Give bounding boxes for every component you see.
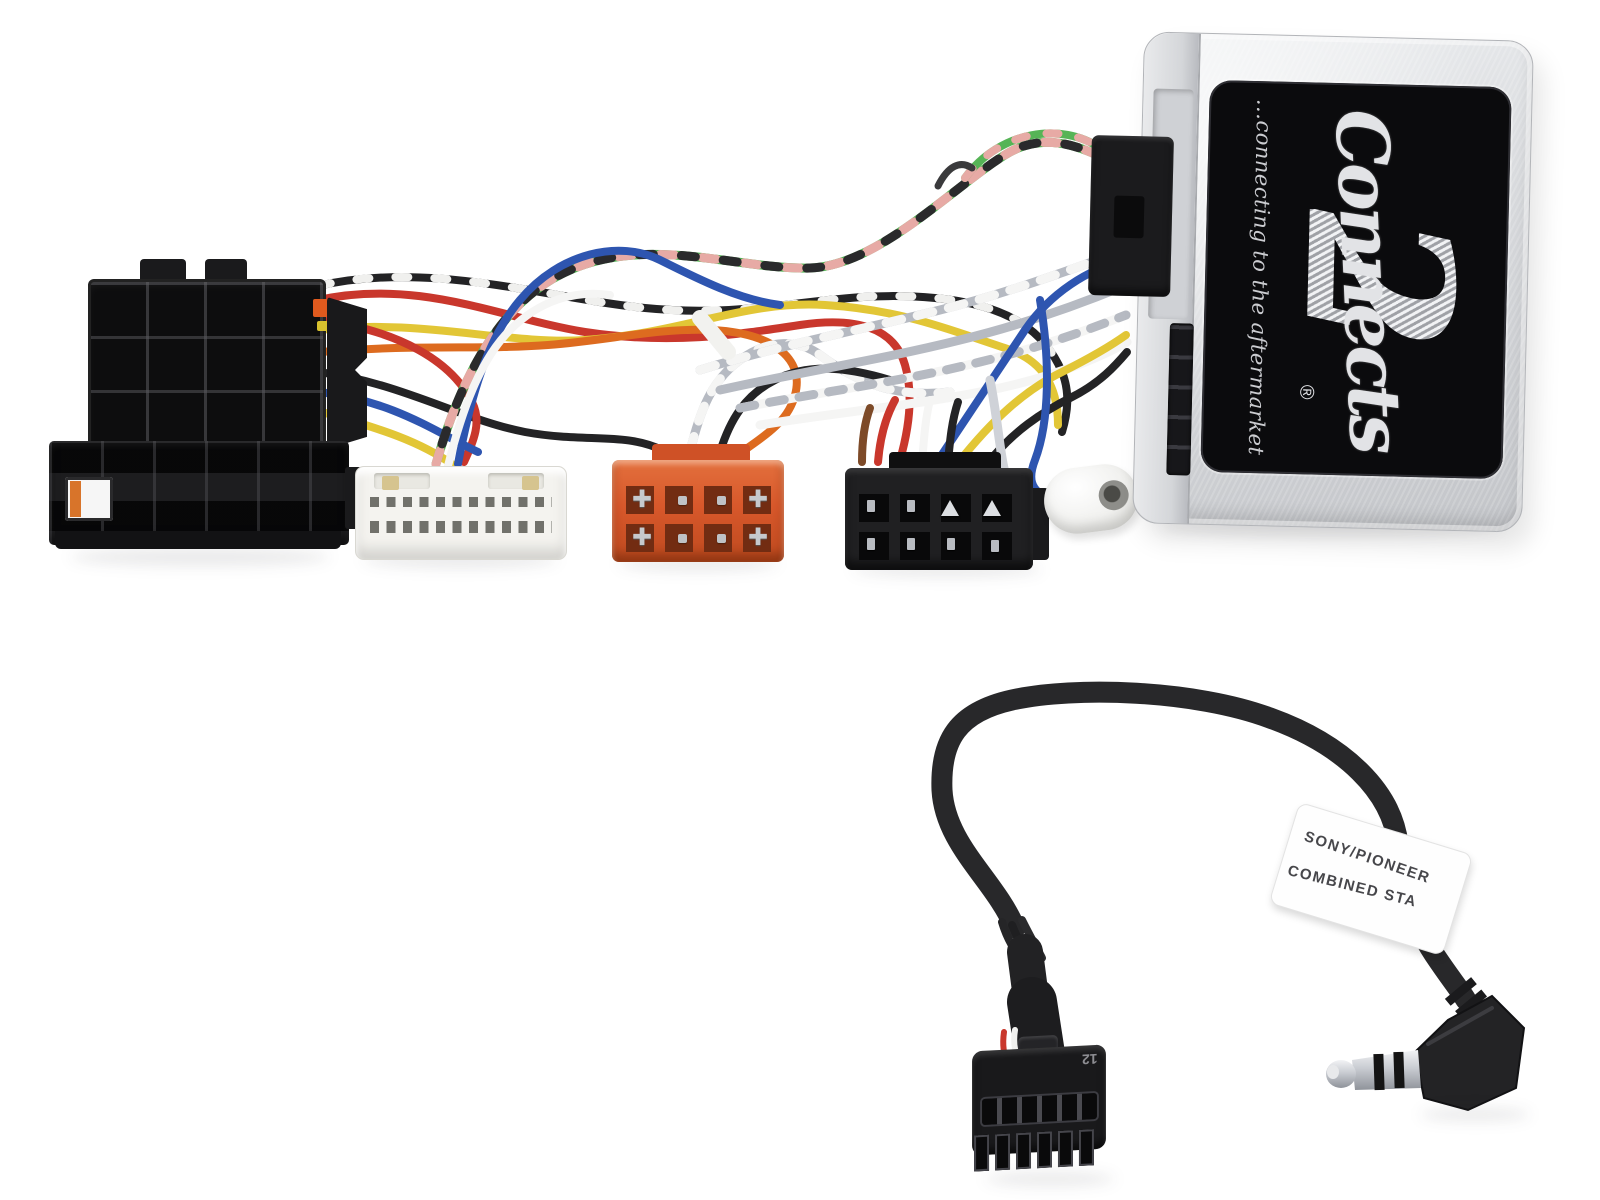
black-iso-ridge — [889, 452, 1001, 472]
orange-iso-cross-pin: ✚ — [748, 524, 769, 551]
black-iso-metal-pin — [983, 500, 1001, 516]
black-iso-pin — [867, 538, 875, 550]
orange-iso-cross-pin: ✚ — [748, 486, 769, 513]
orange-iso-pin — [678, 496, 687, 505]
black-iso-pin — [907, 538, 915, 550]
quadlock-pin-grid — [88, 279, 326, 447]
white-conn-keying — [382, 476, 399, 490]
white-conn-pin-row — [370, 497, 552, 507]
black-iso-pin — [867, 500, 875, 512]
black-iso-pin — [991, 540, 999, 552]
jack-ring-band — [1393, 1051, 1405, 1089]
quadlock-bottom-lip — [55, 531, 341, 549]
black-iso-connector — [845, 452, 1050, 570]
quadlock-open-slot — [65, 477, 113, 521]
quadlock-yellow-pin — [317, 321, 331, 331]
orange-iso-pin — [717, 496, 726, 505]
micro-pin-row — [974, 1128, 1100, 1172]
orange-iso-slot-row — [626, 486, 774, 514]
orange-iso-connector: ✚ ✚ ✚ ✚ — [612, 444, 784, 562]
orange-iso-pin — [678, 534, 687, 543]
white-20pin-connector — [355, 466, 567, 560]
black-iso-pin — [907, 500, 915, 512]
jack-ring-band — [1373, 1053, 1385, 1091]
jack-plug-body — [1413, 994, 1526, 1112]
quadlock-connector — [45, 235, 371, 565]
black-iso-pin — [947, 538, 955, 550]
pin-count-marking: 12 — [1082, 1050, 1098, 1068]
orange-iso-cross-pin: ✚ — [632, 524, 653, 551]
orange-iso-cross-pin: ✚ — [632, 486, 653, 513]
shadow-quadlock — [70, 548, 330, 566]
orange-iso-ridge — [652, 444, 750, 464]
shadow-micro-connector — [985, 1172, 1115, 1186]
jack-plug-shaft — [1352, 1050, 1421, 1090]
white-conn-keying — [522, 476, 539, 490]
orange-iso-slot-row — [626, 524, 774, 552]
quadlock-base — [49, 441, 349, 545]
white-conn-pin-row — [370, 521, 552, 533]
micro-12pin-connector: 12 — [972, 1034, 1106, 1172]
shadow-jack — [1420, 1108, 1530, 1121]
black-iso-metal-pin — [941, 500, 959, 516]
orange-iso-pin — [717, 534, 726, 543]
